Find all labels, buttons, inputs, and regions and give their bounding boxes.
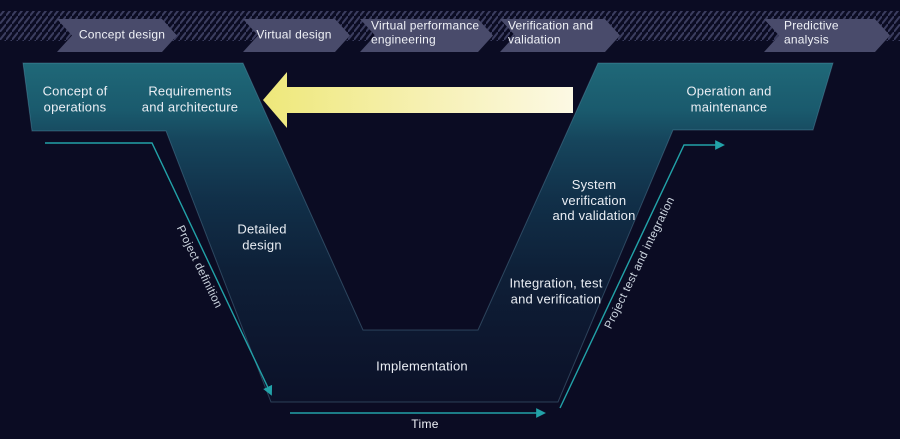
label-concept-of-operations: Concept of operations [42, 83, 108, 115]
banner-segment-virtual-performance [360, 19, 493, 52]
v-shape [22, 62, 834, 403]
banner-label-virtual-performance: Virtual performance engineering [371, 18, 480, 46]
project-definition-arrow-icon [45, 142, 273, 396]
project-test-arrow-icon [559, 140, 725, 409]
label-detailed-design: Detailed design [237, 221, 287, 253]
banner-label-virtual-design: Virtual design [256, 27, 332, 42]
label-system-verification-validation: System verification and validation [552, 176, 636, 223]
label-time: Time [411, 417, 439, 431]
label-operation-maintenance: Operation and maintenance [686, 83, 772, 115]
banner-label-verification-validation: Verification and validation [508, 18, 594, 46]
banner-segment-predictive-analysis [764, 19, 890, 52]
feedback-left-arrow-icon [263, 72, 573, 128]
banner-segment-concept-design [57, 19, 177, 52]
banner-segment-virtual-design [243, 19, 350, 52]
label-requirements-architecture: Requirements and architecture [141, 83, 239, 115]
banner-label-predictive-analysis: Predictive analysis [784, 18, 839, 46]
label-integration-test-verification: Integration, test and verification [509, 275, 603, 307]
banner-label-concept-design: Concept design [78, 27, 166, 42]
label-implementation: Implementation [376, 358, 468, 374]
banner-segment-verification-validation [500, 19, 620, 52]
